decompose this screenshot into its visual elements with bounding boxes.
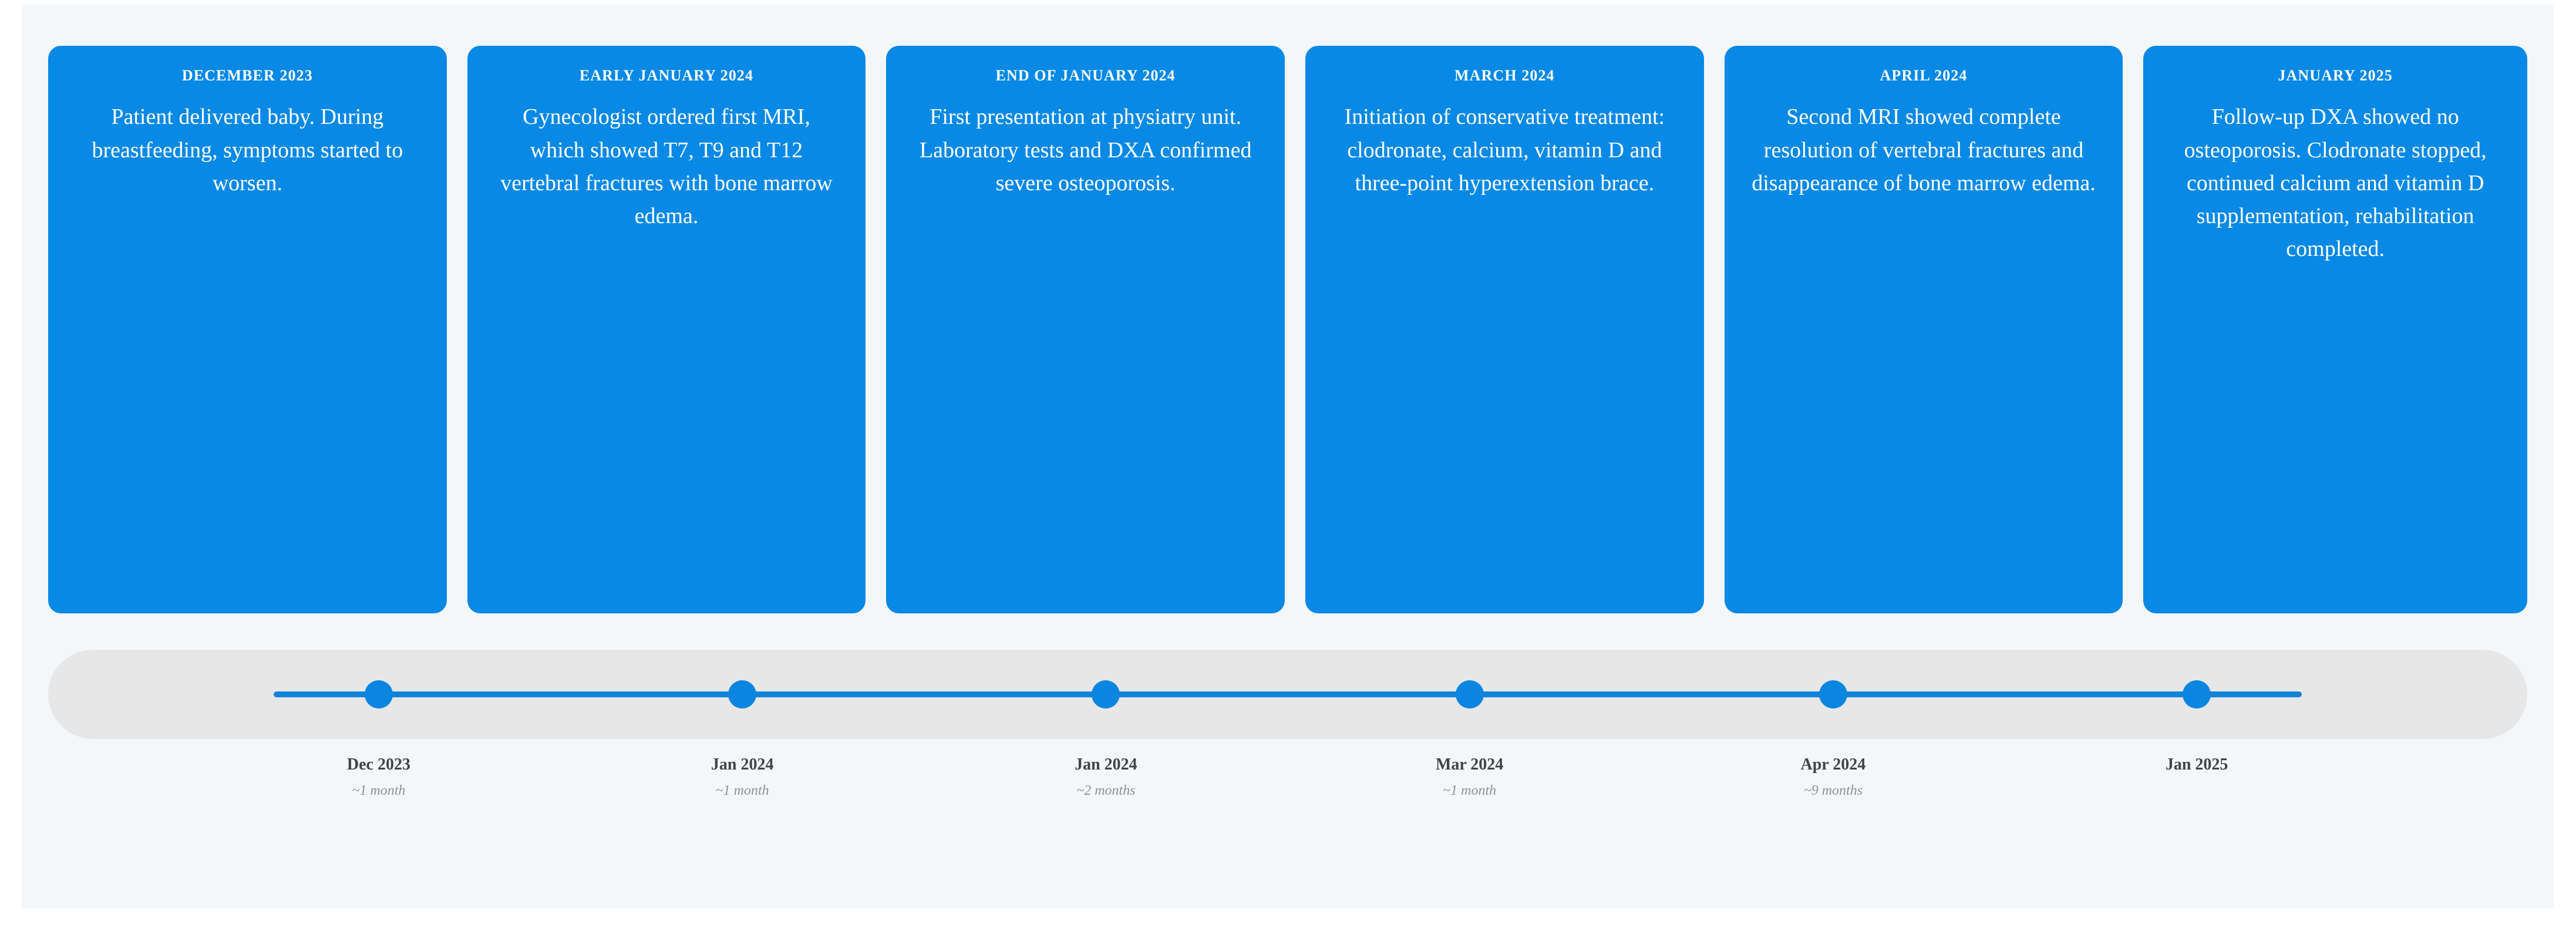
timeline-label-date: Jan 2025 [2165, 755, 2228, 774]
timeline-dot-cell [1288, 680, 1651, 708]
timeline-label-date: Jan 2024 [710, 755, 774, 774]
timeline-dot-cell [197, 680, 560, 708]
timeline-label-cell: Jan 2024 ~2 months [924, 754, 1288, 800]
timeline-dot-icon [2183, 680, 2211, 708]
event-card: EARLY JANUARY 2024 Gynecologist ordered … [467, 46, 866, 613]
timeline-track [48, 650, 2527, 739]
timeline-label-gap: ~1 month [352, 783, 406, 798]
event-card-body: Initiation of conservative treatment: cl… [1344, 104, 1665, 195]
timeline-label-gap: ~1 month [1443, 783, 1497, 798]
event-card-date: MARCH 2024 [1454, 67, 1555, 84]
event-card-date: JANUARY 2025 [2278, 67, 2393, 84]
timeline-dot-icon [1092, 680, 1120, 708]
timeline-label-cell: Apr 2024 ~9 months [1651, 754, 2015, 800]
event-card: MARCH 2024 Initiation of conservative tr… [1305, 46, 1704, 613]
timeline-label-gap: ~1 month [715, 783, 769, 798]
timeline-label-date: Dec 2023 [346, 755, 410, 774]
timeline-dot-row [48, 650, 2527, 739]
event-card-date: APRIL 2024 [1880, 67, 1968, 84]
timeline-label-date: Jan 2024 [1075, 755, 1137, 774]
timeline-label-cell: Jan 2025 [2015, 754, 2378, 800]
timeline-label-date: Mar 2024 [1435, 755, 1504, 774]
timeline-label-cell: Dec 2023 ~1 month [197, 754, 560, 800]
event-card: APRIL 2024 Second MRI showed complete re… [1724, 46, 2123, 613]
timeline-label-date: Apr 2024 [1800, 755, 1866, 774]
timeline-dot-cell [1651, 680, 2015, 708]
timeline-dot-icon [364, 680, 393, 708]
timeline-label-cell: Jan 2024 ~1 month [561, 754, 924, 800]
event-card-row: DECEMBER 2023 Patient delivered baby. Du… [48, 46, 2527, 613]
event-card-body: Gynecologist ordered first MRI, which sh… [500, 104, 833, 228]
event-card-body: Second MRI showed complete resolution of… [1752, 104, 2096, 195]
timeline-dot-icon [728, 680, 757, 708]
event-card: END OF JANUARY 2024 First presentation a… [886, 46, 1285, 613]
timeline-label-cell: Mar 2024 ~1 month [1288, 754, 1651, 800]
timeline-dot-icon [1455, 680, 1484, 708]
event-card-date: DECEMBER 2023 [181, 67, 313, 84]
event-card: JANUARY 2025 Follow-up DXA showed no ost… [2143, 46, 2527, 613]
timeline-label-gap: ~9 months [1803, 783, 1863, 798]
timeline-dot-cell [924, 680, 1288, 708]
timeline-dot-cell [561, 680, 924, 708]
timeline-dot-icon [1819, 680, 1847, 708]
event-card-date: EARLY JANUARY 2024 [579, 67, 754, 84]
timeline-label-row: Dec 2023 ~1 month Jan 2024 ~1 month Jan … [48, 739, 2527, 800]
event-card-body: Patient delivered baby. During breastfee… [92, 104, 403, 195]
timeline-connector-line [274, 691, 2302, 697]
timeline-axis: Dec 2023 ~1 month Jan 2024 ~1 month Jan … [48, 650, 2527, 800]
timeline-label-gap: ~2 months [1076, 783, 1136, 798]
clinical-timeline-figure: DECEMBER 2023 Patient delivered baby. Du… [22, 5, 2554, 909]
timeline-dot-cell [2015, 680, 2378, 708]
event-card: DECEMBER 2023 Patient delivered baby. Du… [48, 46, 447, 613]
event-card-body: Follow-up DXA showed no osteoporosis. Cl… [2184, 104, 2487, 262]
event-card-body: First presentation at physiatry unit. La… [919, 104, 1252, 195]
event-card-date: END OF JANUARY 2024 [995, 67, 1176, 84]
